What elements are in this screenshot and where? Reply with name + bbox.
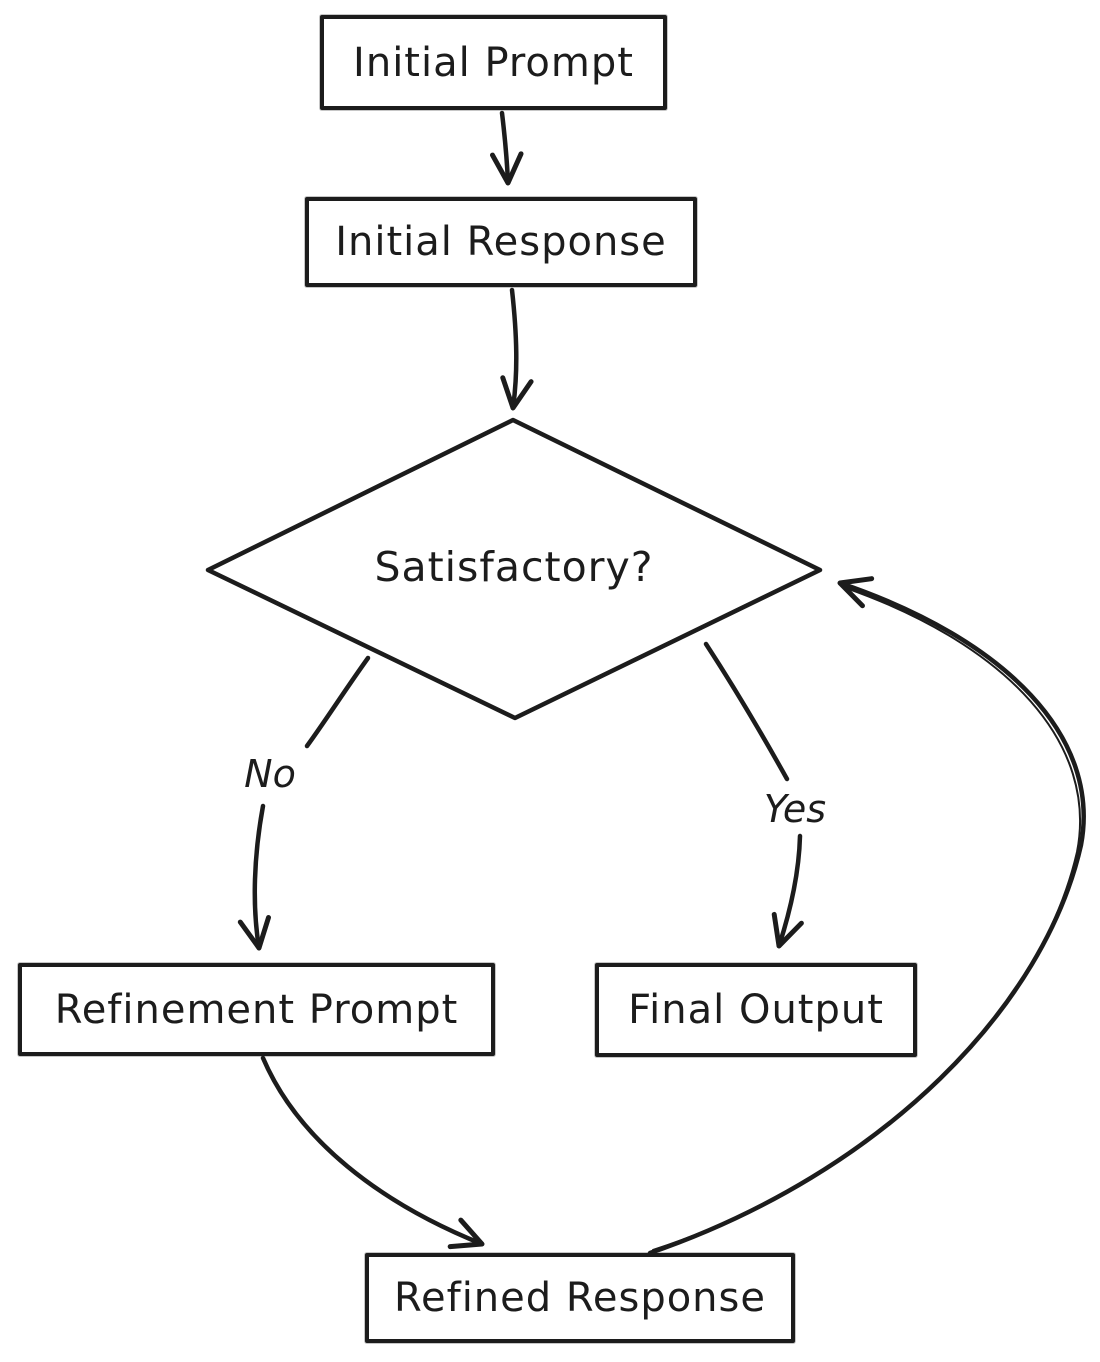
node-satisfactory-diamond (205, 417, 823, 721)
node-refinement-prompt-label: Refinement Prompt (54, 986, 459, 1033)
edge-satisfactory-to-refinement-prompt-lower (237, 803, 272, 951)
node-refined-response: Refined Response (365, 1253, 795, 1343)
edge-refined-response-to-satisfactory (647, 576, 1086, 1256)
edge-satisfactory-to-refinement-prompt-upper (304, 655, 371, 749)
edge-label-yes: Yes (763, 787, 827, 831)
edge-initial-response-to-satisfactory (500, 287, 534, 411)
node-satisfactory-label: Satisfactory? (374, 543, 654, 591)
node-initial-prompt: Initial Prompt (320, 15, 667, 110)
edge-initial-prompt-to-initial-response (489, 110, 524, 186)
node-initial-response-label: Initial Response (335, 219, 667, 265)
edge-refinement-prompt-to-refined-response (260, 1055, 485, 1250)
node-final-output: Final Output (595, 963, 917, 1057)
node-refined-response-label: Refined Response (394, 1275, 766, 1321)
node-refinement-prompt: Refinement Prompt (18, 963, 495, 1056)
node-initial-response: Initial Response (305, 197, 697, 287)
edge-satisfactory-to-final-output-lower (771, 833, 804, 949)
edge-refined-response-to-satisfactory-sketch (652, 587, 1082, 1251)
node-final-output-label: Final Output (628, 987, 884, 1033)
node-initial-prompt-label: Initial Prompt (353, 39, 634, 86)
edge-label-no: No (244, 752, 296, 796)
edge-satisfactory-to-final-output-upper (703, 641, 790, 782)
